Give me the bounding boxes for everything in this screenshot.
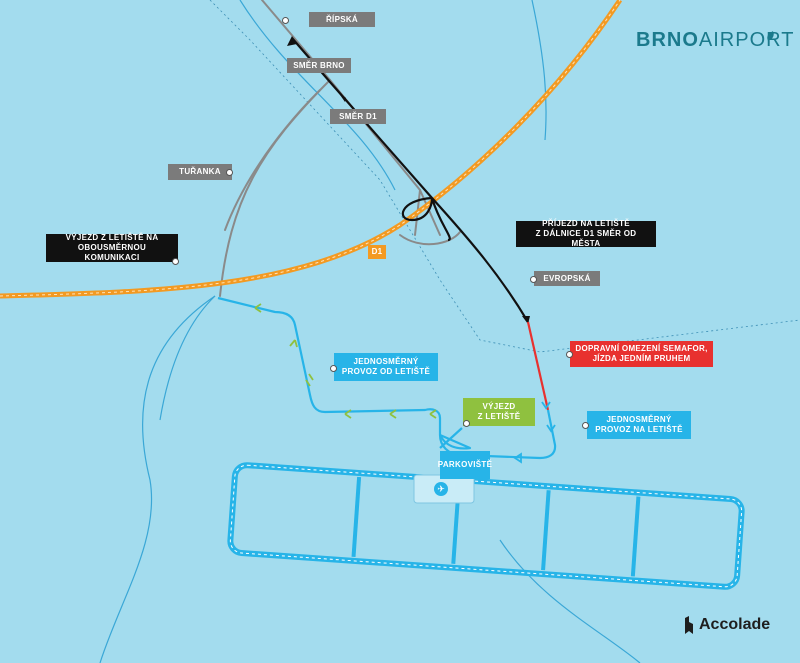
leader-dot	[582, 422, 589, 429]
label-vyjezd: VÝJEZD Z LETIŠTĚ	[463, 398, 535, 426]
label-jednosmerny-od: JEDNOSMĚRNÝ PROVOZ OD LETIŠTĚ	[334, 353, 438, 381]
leader-dot	[463, 420, 470, 427]
leader-dot	[226, 169, 233, 176]
leader-dot	[172, 258, 179, 265]
accolade-text: Accolade	[699, 616, 771, 633]
route-red	[526, 321, 550, 411]
label-prijezd: PŘÍJEZD NA LETIŠTĚ Z DÁLNICE D1 SMĚR OD …	[516, 219, 656, 248]
label-smer-brno: SMĚR BRNO	[287, 58, 351, 73]
label-semafor: DOPRAVNÍ OMEZENÍ SEMAFOR, JÍZDA JEDNÍM P…	[570, 341, 713, 367]
label-ripska: ŘÍPSKÁ	[309, 12, 375, 27]
leader-dot	[566, 351, 573, 358]
highway-d1	[0, 0, 623, 299]
leader-dot	[282, 17, 289, 24]
grey-roads	[219, 0, 461, 297]
label-d1: D1	[368, 245, 386, 259]
leader-dot	[530, 276, 537, 283]
blue-arrows	[254, 303, 556, 464]
label-vyjezd-obousmerna: VÝJEZD Z LETIŠTĚ NA OBOUSMĚRNOU KOMUNIKA…	[46, 233, 178, 262]
route-black	[291, 37, 529, 323]
leader-dot	[330, 365, 337, 372]
label-turanka: TUŘANKA	[168, 164, 232, 180]
dotted-guides	[209, 0, 800, 353]
brand-part2: AIRPORT	[698, 29, 795, 51]
label-jednosmerny-na: JEDNOSMĚRNÝ PROVOZ NA LETIŠTĚ	[587, 411, 691, 439]
runway	[227, 462, 745, 590]
label-evropska: EVROPSKÁ	[534, 271, 600, 286]
airplane-icon: ✈	[434, 482, 448, 496]
label-parkoviste: PARKOVIŠTĚ	[438, 451, 492, 479]
thin-blue-lines	[99, 0, 641, 663]
accolade-logo-icon	[685, 616, 693, 634]
label-smer-d1: SMĚR D1	[330, 109, 386, 124]
route-arrows	[287, 36, 530, 324]
accolade-logo: Accolade	[683, 614, 770, 636]
brand-part1: BRNO	[636, 29, 699, 51]
